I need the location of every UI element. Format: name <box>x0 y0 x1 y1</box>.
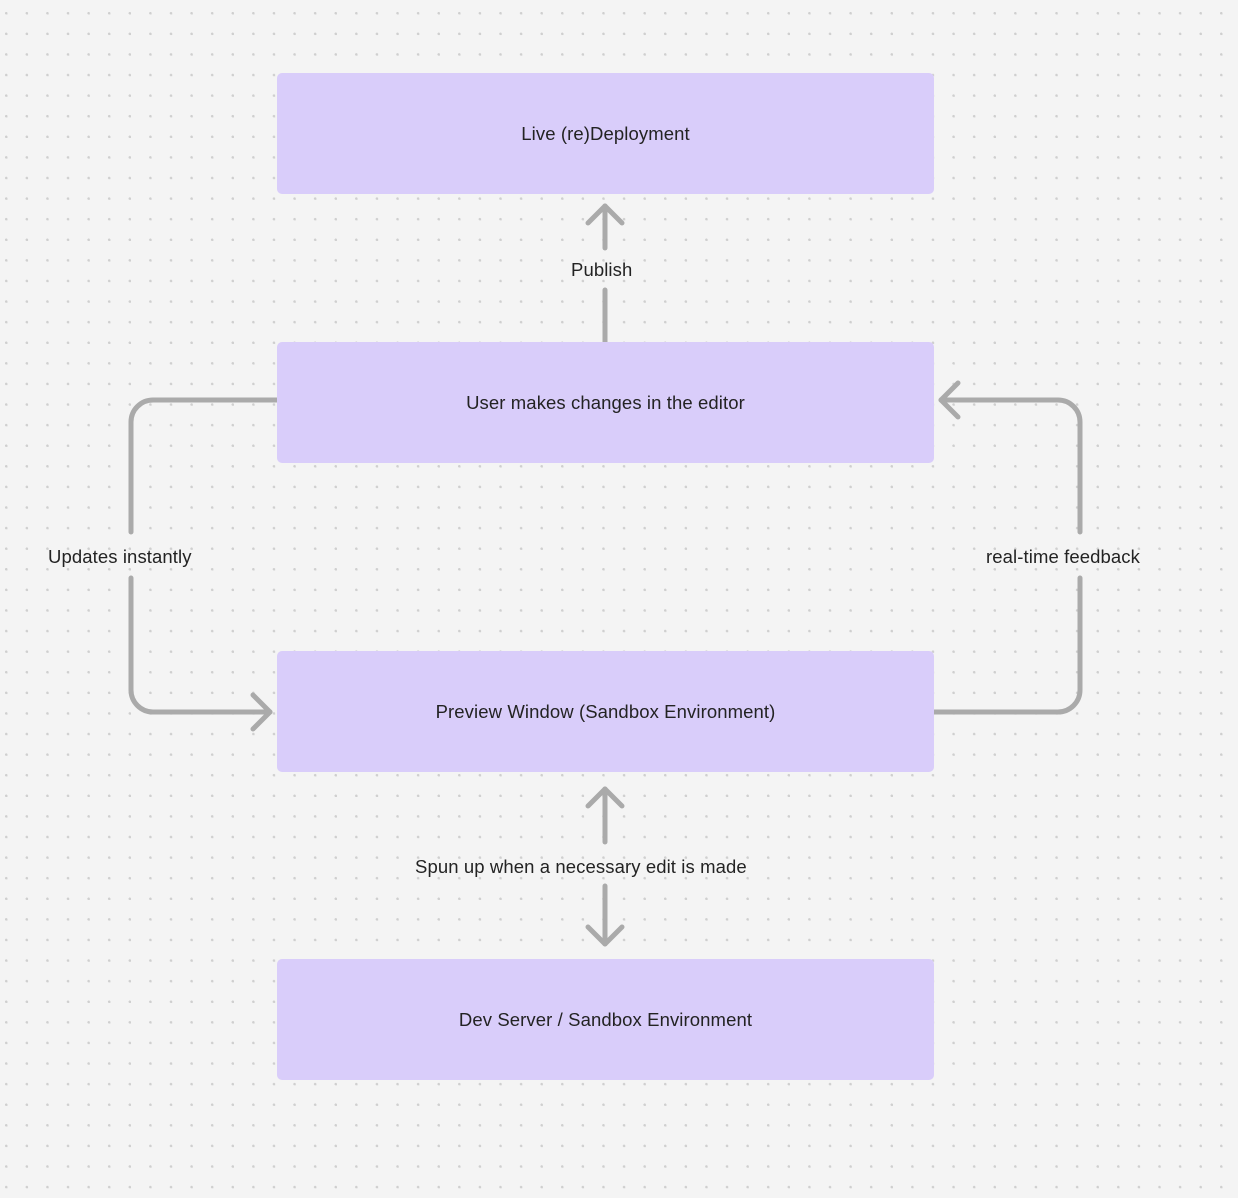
node-label: Dev Server / Sandbox Environment <box>458 1008 753 1030</box>
node-label: Live (re)Deployment <box>521 122 690 144</box>
edge-label-updates-instantly: Updates instantly <box>48 546 192 567</box>
edge-label-publish: Publish <box>571 259 633 280</box>
edge-label-real-time-feedback: real-time feedback <box>986 546 1140 567</box>
node-dev-server[interactable]: Dev Server / Sandbox Environment <box>277 959 934 1080</box>
node-preview-window[interactable]: Preview Window (Sandbox Environment) <box>277 651 934 772</box>
node-live-redeployment[interactable]: Live (re)Deployment <box>277 73 934 194</box>
node-label: User makes changes in the editor <box>466 391 745 413</box>
node-label: Preview Window (Sandbox Environment) <box>435 700 776 722</box>
edge-label-spun-up: Spun up when a necessary edit is made <box>415 856 747 877</box>
node-user-makes-changes[interactable]: User makes changes in the editor <box>277 342 934 463</box>
